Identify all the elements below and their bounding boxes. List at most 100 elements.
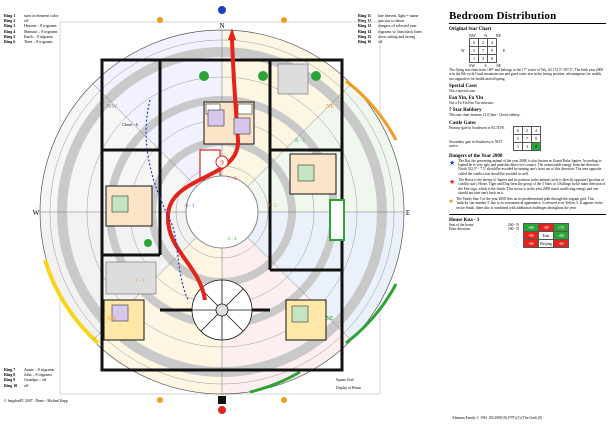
kua-block: Seat of the house 260 - N Door direction…	[449, 223, 606, 249]
ring-key: Ring 2	[4, 18, 16, 24]
compass-southwest: SW	[108, 316, 117, 322]
ring-value: off	[24, 18, 29, 24]
animal-markers	[157, 6, 287, 414]
compass-northwest: NW	[107, 104, 117, 110]
ring-value: dangers of selected year	[378, 23, 417, 29]
grid-cell: East	[538, 231, 554, 241]
dir-top-labels: NW N NE	[469, 33, 501, 38]
ring-key: Ring 12	[358, 18, 372, 24]
grid-cell: -80	[523, 231, 539, 241]
grid-cell: +70	[553, 223, 569, 233]
ring-key: Ring 8	[4, 372, 16, 378]
ring-legend-row: Ring 5 Earth – 8 trigrams	[4, 34, 154, 39]
dangers-heading: Dangers of the Year 2008	[449, 153, 503, 159]
kua-seat-label: Seat of the house	[449, 223, 474, 228]
ring-value: Grandpa – off	[24, 377, 47, 383]
fuyin-heading: Fan Yin, Fu Yin	[449, 96, 483, 102]
dir-se: SE	[496, 63, 501, 68]
ring-value: Time – 8 trigrams	[24, 39, 53, 45]
ring-value: Annie – 8 trigrams	[24, 367, 55, 372]
kua-seat-value: 260 - N	[508, 223, 519, 228]
grid-cell: 8	[531, 141, 541, 151]
bed-number-badge	[215, 155, 229, 169]
ring-legend-row: Ring 12 sun star to dawn	[358, 18, 448, 23]
ring-legend-row: Ring 11 late heaven, light = name	[358, 13, 448, 18]
ring-value: off	[24, 382, 29, 388]
ring-value: stars in element color	[24, 13, 59, 18]
grid-cell: +80	[553, 231, 569, 241]
ring-legend-row: Ring 9 Grandpa – off	[4, 377, 154, 382]
danger-1-text: The Rat, the governing animal of the yea…	[458, 158, 602, 176]
stars-bottom: 3 - 4	[227, 237, 237, 242]
ring-key: Ring 16	[358, 39, 372, 45]
footer-credit: © fengshuiPC 2007 - Demo - Michael Kapp	[4, 399, 68, 403]
grid-cell: -60	[553, 239, 569, 249]
ring-value: John – 8 trigrams	[24, 372, 52, 378]
ring-key: Ring 3	[4, 23, 16, 29]
ring-legend-row: Ring 15 show sitting and facing	[358, 34, 448, 39]
danger-2-text: The Horse is the enemy of Jupiter and it…	[458, 177, 606, 195]
grid-cell: 6	[513, 125, 523, 135]
compass-southeast: SE	[326, 316, 333, 322]
fuyin-text: Not a Fu Yin Fan Yin structure.	[449, 101, 495, 106]
dir-sw: SW	[469, 63, 475, 68]
yellow-five-icon: ●	[449, 197, 454, 206]
grid-cell: 3	[522, 141, 532, 151]
grid-cell: 1	[513, 141, 523, 151]
grid-cell: -60	[523, 239, 539, 249]
ring-legend-row: Ring 8 John – 8 trigrams	[4, 372, 154, 377]
ring-value: sun star to dawn	[378, 18, 405, 24]
castle-primary: Primary gate in Southwest is ACTIVE.	[449, 125, 506, 130]
grid-cell: +80	[523, 223, 539, 233]
kua-door-value: 180 - N	[508, 227, 519, 232]
castle-block: Primary gate in Southwest is ACTIVE. Sec…	[449, 125, 606, 151]
danger-2: ★ The Horse is the enemy of Jupiter and …	[449, 178, 606, 195]
grid-cell: 2	[478, 38, 488, 47]
ring-legend-row: Ring 2 off	[4, 18, 154, 23]
ring-value: Earth – 8 trigrams	[24, 33, 53, 39]
star-chart-text: The flying star chart from 180° and belo…	[449, 68, 604, 81]
ring-key: Ring 11	[358, 13, 372, 18]
center-tai-chi	[185, 175, 259, 249]
grid-cell: 9	[531, 133, 541, 143]
ring-value: trigrams w/ thin black lines	[378, 28, 422, 34]
castle-secondary: Secondary gate in Southwest is NOT activ…	[449, 140, 503, 149]
robbery-text: This star chart features 12 (Chen - Chen…	[449, 113, 521, 118]
stars-northeast: 8 - 3	[295, 139, 305, 144]
ring-key: Ring 14	[358, 28, 372, 34]
grid-cell: 7	[478, 46, 488, 55]
danger-3-text: The Yearly Star 5 of the year 2008 flies…	[456, 197, 603, 210]
robbery-heading: 7 Star Robbery	[449, 108, 482, 114]
compass-northeast: NE	[326, 104, 334, 110]
grid-cell: 9	[487, 46, 497, 55]
ring-legend-row: Ring 14 trigrams w/ thin black lines	[358, 29, 448, 34]
compass-north: N	[219, 22, 224, 30]
dir-nw: NW	[469, 33, 476, 38]
kua-door-label: Door direction	[449, 227, 471, 232]
compass-east: E	[406, 209, 410, 217]
horse-icon: ★	[449, 177, 456, 186]
compass-west: W	[33, 209, 40, 217]
dir-s: S	[484, 63, 487, 68]
kua-heading: House Kua - 1	[449, 218, 480, 224]
ring-key: Ring 5	[4, 33, 16, 39]
ring-key: Ring 9	[4, 377, 16, 383]
footer-display: Display of House	[336, 386, 362, 390]
grid-cell: 6	[469, 38, 479, 47]
ring-key: Ring 15	[358, 33, 372, 39]
footer-right: Altmann Family © 1961 182 2008 (0) (797)…	[452, 416, 543, 420]
spiral-stair	[191, 279, 253, 341]
dir-ne: NE	[495, 33, 501, 38]
ring-value: show sitting and facing	[378, 33, 416, 39]
ring-value: late heaven, light = name	[378, 13, 419, 18]
